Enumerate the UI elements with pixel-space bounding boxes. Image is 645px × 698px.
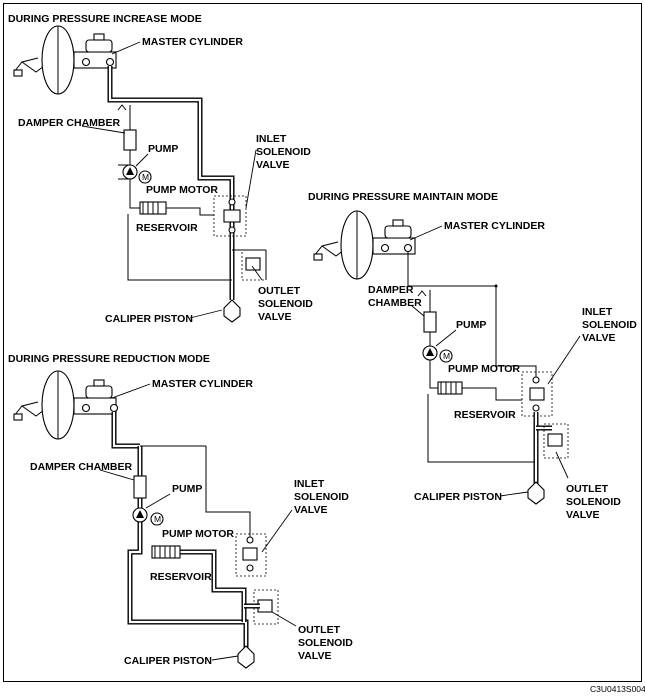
outlet-valve-label-1: OUTLET: [298, 624, 341, 636]
return-flow-line: [111, 412, 140, 449]
damper-chamber-label-2: CHAMBER: [368, 297, 422, 309]
outlet-valve-label-3: VALVE: [258, 311, 291, 323]
brake-line: [205, 446, 251, 538]
pump-motor-label: PUMP MOTOR: [448, 363, 520, 375]
master-cylinder-label: MASTER CYLINDER: [152, 378, 253, 390]
pump-label: PUMP: [148, 143, 178, 155]
caliper-piston-icon: [223, 299, 241, 323]
damper-chamber-label: DAMPER CHAMBER: [30, 461, 133, 473]
brake-line: [407, 252, 537, 378]
pump-motor-icon: [439, 349, 453, 363]
pump-motor-label: PUMP MOTOR: [146, 184, 218, 196]
master-cylinder-label: MASTER CYLINDER: [142, 36, 243, 48]
inlet-solenoid-valve-icon: [213, 195, 247, 237]
inlet-valve-label-2: SOLENOID: [294, 491, 349, 503]
brake-pedal-icon: [13, 57, 45, 77]
maintain-mode-title: DURING PRESSURE MAINTAIN MODE: [308, 191, 498, 203]
outlet-valve-label-3: VALVE: [298, 650, 331, 662]
reservoir-icon: [151, 545, 181, 559]
reduction-mode-title: DURING PRESSURE REDUCTION MODE: [8, 353, 210, 365]
pump-label: PUMP: [456, 319, 486, 331]
inlet-valve-label-3: VALVE: [294, 504, 327, 516]
reservoir-label: RESERVOIR: [136, 222, 198, 234]
master-cylinder-icon: [73, 379, 119, 415]
outlet-solenoid-valve-icon: [253, 589, 279, 625]
inlet-valve-label-3: VALVE: [582, 332, 615, 344]
inlet-valve-label-1: INLET: [256, 133, 287, 145]
damper-chamber-label: DAMPER CHAMBER: [18, 117, 121, 129]
figure-border: [3, 3, 642, 682]
caliper-piston-label: CALIPER PISTON: [124, 655, 212, 667]
inlet-valve-label-3: VALVE: [256, 159, 289, 171]
reduction-mode-diagram: DURING PRESSURE REDUCTION MODE MASTER CY…: [8, 353, 353, 669]
outlet-valve-label-1: OUTLET: [566, 483, 609, 495]
outlet-valve-label-1: OUTLET: [258, 285, 301, 297]
caliper-piston-label: CALIPER PISTON: [414, 491, 502, 503]
motor-symbol: M: [443, 351, 450, 361]
motor-symbol: M: [142, 172, 149, 182]
pump-label: PUMP: [172, 483, 202, 495]
caliper-piston-icon: [237, 645, 255, 669]
damper-chamber-icon: [423, 311, 437, 333]
inlet-valve-label-1: INLET: [294, 478, 325, 490]
outlet-valve-label-2: SOLENOID: [566, 496, 621, 508]
figure-code: C3U0413S004: [590, 684, 645, 694]
brake-pedal-icon: [313, 241, 345, 261]
motor-symbol: M: [154, 514, 161, 524]
leader-line: [111, 41, 141, 55]
reservoir-label: RESERVOIR: [454, 409, 516, 421]
master-cylinder-icon: [73, 33, 117, 69]
brake-pedal-icon: [13, 401, 45, 421]
damper-chamber-icon: [133, 475, 147, 499]
reservoir-icon: [437, 381, 463, 395]
damper-chamber-icon: [123, 129, 137, 151]
pump-motor-icon: [150, 512, 164, 526]
inlet-valve-label-2: SOLENOID: [582, 319, 637, 331]
reservoir-label: RESERVOIR: [150, 571, 212, 583]
pump-motor-label: PUMP MOTOR: [162, 528, 234, 540]
outlet-solenoid-valve-icon: [543, 423, 569, 459]
outlet-valve-label-2: SOLENOID: [298, 637, 353, 649]
increase-mode-title: DURING PRESSURE INCREASE MODE: [8, 13, 202, 25]
caliper-piston-icon: [527, 481, 545, 505]
caliper-piston-label: CALIPER PISTON: [105, 313, 193, 325]
outlet-valve-label-3: VALVE: [566, 509, 599, 521]
damper-chamber-label-1: DAMPER: [368, 284, 414, 296]
master-cylinder-icon: [372, 219, 416, 255]
inlet-valve-label-2: SOLENOID: [256, 146, 311, 158]
pump-motor-icon: [138, 170, 152, 184]
increase-mode-diagram: DURING PRESSURE INCREASE MODE MASTER CYL…: [8, 13, 313, 325]
outlet-valve-label-2: SOLENOID: [258, 298, 313, 310]
inlet-valve-label-1: INLET: [582, 306, 613, 318]
maintain-mode-diagram: DURING PRESSURE MAINTAIN MODE MASTER CYL…: [308, 191, 637, 521]
master-cylinder-label: MASTER CYLINDER: [444, 220, 545, 232]
